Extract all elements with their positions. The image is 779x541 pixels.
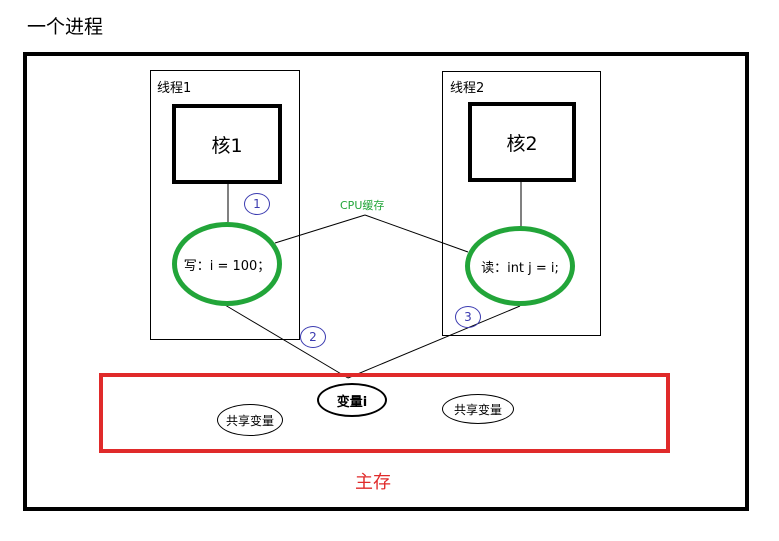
step-1-circle: 1: [244, 193, 270, 215]
thread2-box: [442, 71, 601, 336]
diagram-title: 一个进程: [27, 16, 104, 38]
thread1-label: 线程1: [157, 81, 192, 96]
step-3-circle: 3: [455, 306, 481, 328]
cache2-to-label-line: [364, 214, 469, 253]
core2-box: 核2: [468, 102, 576, 182]
core1-box: 核1: [172, 104, 282, 184]
shared-variable-left-ellipse: 共享变量: [217, 404, 283, 436]
cache2-ellipse: 读：int j = i;: [465, 226, 575, 306]
cpu-cache-label: CPU缓存: [340, 199, 385, 212]
cache1-to-label-line: [274, 214, 366, 244]
thread1-box: [150, 70, 300, 340]
variable-i-ellipse: 变量i: [317, 383, 387, 417]
thread2-label: 线程2: [450, 81, 485, 96]
cache1-to-memory-line: [224, 304, 349, 379]
cache1-ellipse: 写：i = 100；: [172, 222, 282, 306]
main-memory-box: [99, 373, 670, 453]
process-box: [23, 52, 749, 511]
main-memory-label: 主存: [355, 472, 391, 493]
cache2-to-memory-line: [347, 305, 521, 379]
step-2-circle: 2: [300, 326, 326, 348]
shared-variable-right-ellipse: 共享变量: [442, 394, 514, 424]
